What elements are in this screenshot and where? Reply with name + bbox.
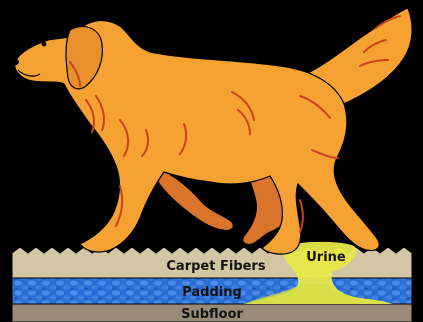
carpet-fibers-label: Carpet Fibers (166, 259, 265, 274)
subfloor-label: Subfloor (181, 307, 243, 322)
dog-eye (42, 42, 47, 47)
dog-nose (11, 59, 19, 65)
urine-label: Urine (306, 250, 346, 265)
dog-illustration (11, 8, 412, 254)
padding-label: Padding (182, 285, 242, 300)
